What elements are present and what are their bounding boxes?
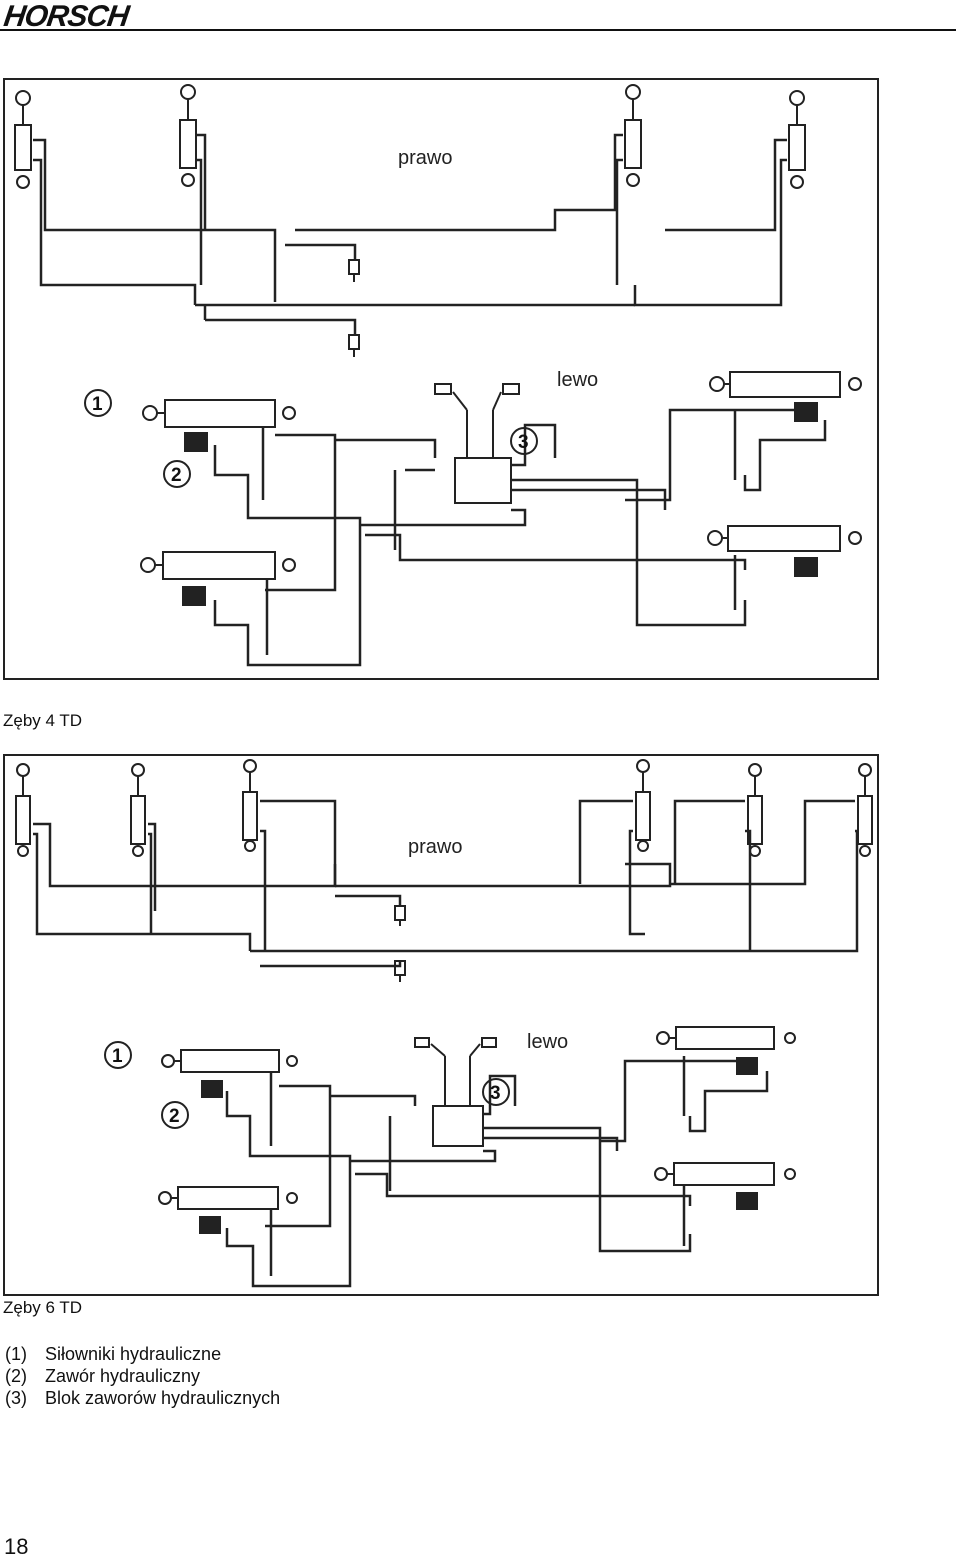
page-number: 18: [4, 1534, 29, 1559]
svg-text:3: 3: [490, 1083, 501, 1104]
horizontal-cylinder: [161, 1049, 298, 1073]
hydraulic-valve: [794, 402, 818, 422]
quick-coupler: [394, 960, 406, 982]
vertical-cylinder: [14, 90, 32, 189]
vertical-cylinder: [15, 763, 31, 857]
horizontal-cylinder: [707, 525, 862, 552]
horizontal-cylinder: [709, 371, 862, 398]
vertical-cylinder: [130, 763, 146, 857]
horizontal-cylinder: [654, 1162, 796, 1186]
marker-2: 2: [163, 460, 191, 488]
caption-4td: Zęby 4 TD: [3, 711, 83, 730]
quick-coupler: [394, 905, 406, 926]
legend-item: (2)Zawór hydrauliczny: [5, 1366, 201, 1386]
svg-text:1: 1: [92, 394, 103, 415]
label-left: lewo: [527, 1031, 568, 1053]
legend-item: (1)Siłowniki hydrauliczne: [5, 1344, 222, 1364]
vertical-cylinder: [635, 759, 651, 852]
hydraulic-hoses-lower: [213, 408, 827, 667]
hydraulic-valve: [182, 586, 206, 606]
marker-3: 3: [482, 1078, 510, 1106]
marker-1: 1: [104, 1041, 132, 1069]
svg-text:2: 2: [169, 1106, 180, 1127]
horizontal-cylinder: [142, 399, 296, 428]
vertical-cylinder: [179, 84, 197, 187]
vertical-cylinder: [788, 90, 806, 189]
caption-6td: Zęby 6 TD: [3, 1298, 83, 1317]
valve-block: [434, 383, 520, 504]
svg-text:2: 2: [171, 465, 182, 486]
label-right: prawo: [398, 147, 452, 169]
svg-text:3: 3: [518, 432, 529, 453]
horizontal-cylinder: [140, 551, 296, 580]
hydraulic-valve: [201, 1080, 223, 1098]
vertical-cylinder: [857, 763, 873, 857]
marker-2: 2: [161, 1101, 189, 1129]
hydraulic-diagram-4td: prawo lewo 1 2 3: [3, 78, 879, 680]
hydraulic-valve: [736, 1192, 758, 1210]
marker-3: 3: [510, 427, 538, 455]
svg-text:1: 1: [112, 1046, 123, 1067]
header-rule: [0, 29, 956, 31]
hydraulic-valve: [199, 1216, 221, 1234]
vertical-cylinder: [747, 763, 763, 857]
horizontal-cylinder: [656, 1026, 796, 1050]
hydraulic-valve: [184, 432, 208, 452]
valve-block: [414, 1037, 497, 1147]
legend-item: (3)Blok zaworów hydraulicznych: [5, 1388, 281, 1408]
hydraulic-valve: [794, 557, 818, 577]
legend: (1)Siłowniki hydrauliczne (2)Zawór hydra…: [5, 1343, 280, 1409]
quick-coupler: [348, 259, 360, 282]
hydraulic-hoses-upper: [33, 799, 859, 968]
vertical-cylinder: [242, 759, 258, 852]
marker-1: 1: [84, 389, 112, 417]
hydraulic-hoses-upper: [33, 133, 787, 335]
hydraulic-diagram-6td: prawo lewo 1 2 3: [3, 754, 879, 1296]
quick-coupler: [348, 334, 360, 357]
label-right: prawo: [408, 836, 462, 858]
label-left: lewo: [557, 369, 598, 391]
vertical-cylinder: [624, 84, 642, 187]
hydraulic-hoses-lower: [225, 1056, 769, 1288]
horizontal-cylinder: [158, 1186, 298, 1210]
